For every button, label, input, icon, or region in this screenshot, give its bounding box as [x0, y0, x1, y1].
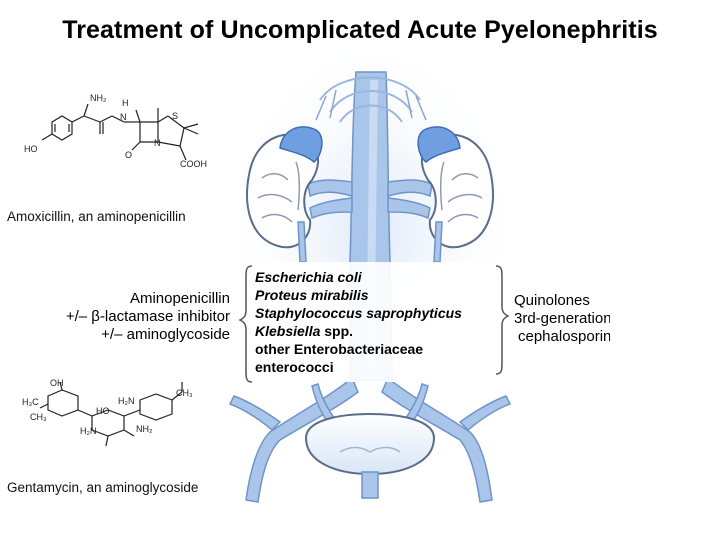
- amox-cooh-label: COOH: [180, 159, 207, 169]
- right-kidney: [417, 126, 494, 249]
- organism-list-backdrop: [248, 262, 500, 382]
- organism-enterococci: enterococci: [255, 359, 334, 375]
- bladder: [304, 412, 436, 499]
- right-therapy-line-2: 3rd-generation: [514, 310, 610, 327]
- left-therapy-block: Aminopenicillin +/– β-lactamase inhibito…: [30, 290, 230, 344]
- right-therapy-block: Quinolones 3rd-generation cephalosporins: [514, 292, 610, 346]
- iliac-vessels: [228, 376, 512, 503]
- gentamycin-caption: Gentamycin, an aminoglycoside: [7, 480, 199, 495]
- right-brace: [495, 265, 510, 375]
- genta-oh-label: OH: [50, 378, 64, 388]
- amox-n-label: N: [120, 112, 127, 122]
- left-therapy-line-1: Aminopenicillin: [129, 290, 230, 307]
- amox-n2-label: N: [154, 138, 161, 148]
- left-therapy-line-2: +/– β-lactamase inhibitor: [65, 308, 230, 325]
- amox-s-label: S: [172, 111, 178, 121]
- amoxicillin-labels: NH₂ H N S N O HO COOH: [24, 93, 207, 169]
- left-therapy-line-3: +/– aminoglycoside: [101, 326, 230, 343]
- amox-nh2-label: NH₂: [90, 93, 107, 103]
- genta-ho-label: HO: [96, 406, 110, 416]
- left-brace: [238, 265, 253, 383]
- genta-h2n2-label: H₂N: [80, 426, 97, 436]
- amox-o-label: O: [125, 150, 132, 160]
- organism-enterobacteriaceae: other Enterobacteriaceae: [255, 341, 424, 357]
- organism-klebsiella-genus: Klebsiella: [255, 323, 321, 339]
- right-therapy-line-1: Quinolones: [514, 292, 590, 309]
- organism-staph: Staphylococcus saprophyticus: [255, 305, 462, 321]
- amoxicillin-structure: [41, 103, 199, 161]
- renal-vessels: [307, 179, 433, 220]
- organism-klebsiella: Klebsiella spp.: [255, 322, 515, 340]
- amox-ho-label: HO: [24, 144, 38, 154]
- organism-klebsiella-spp: spp.: [320, 323, 354, 339]
- gentamycin-structure: [39, 381, 183, 447]
- organism-list: Escherichia coli Proteus mirabilis Staph…: [255, 268, 515, 376]
- amoxicillin-caption: Amoxicillin, an aminopenicillin: [7, 209, 186, 224]
- organism-e-coli: Escherichia coli: [255, 269, 362, 285]
- genta-h3c-label: H₃C: [22, 397, 39, 407]
- genta-ch3-label: CH₃: [30, 412, 47, 422]
- organism-proteus: Proteus mirabilis: [255, 287, 369, 303]
- genta-nh2-label: NH₂: [136, 424, 153, 434]
- left-kidney: [246, 126, 323, 249]
- gentamycin-labels: OH H₃C CH₃ H₂N HO NH₂ H₂N CH₃: [22, 378, 193, 436]
- right-therapy-line-3: cephalosporins: [518, 328, 610, 345]
- genta-ch3c-label: CH₃: [176, 388, 193, 398]
- genta-h2n-label: H₂N: [118, 396, 135, 406]
- amox-h-label: H: [122, 98, 129, 108]
